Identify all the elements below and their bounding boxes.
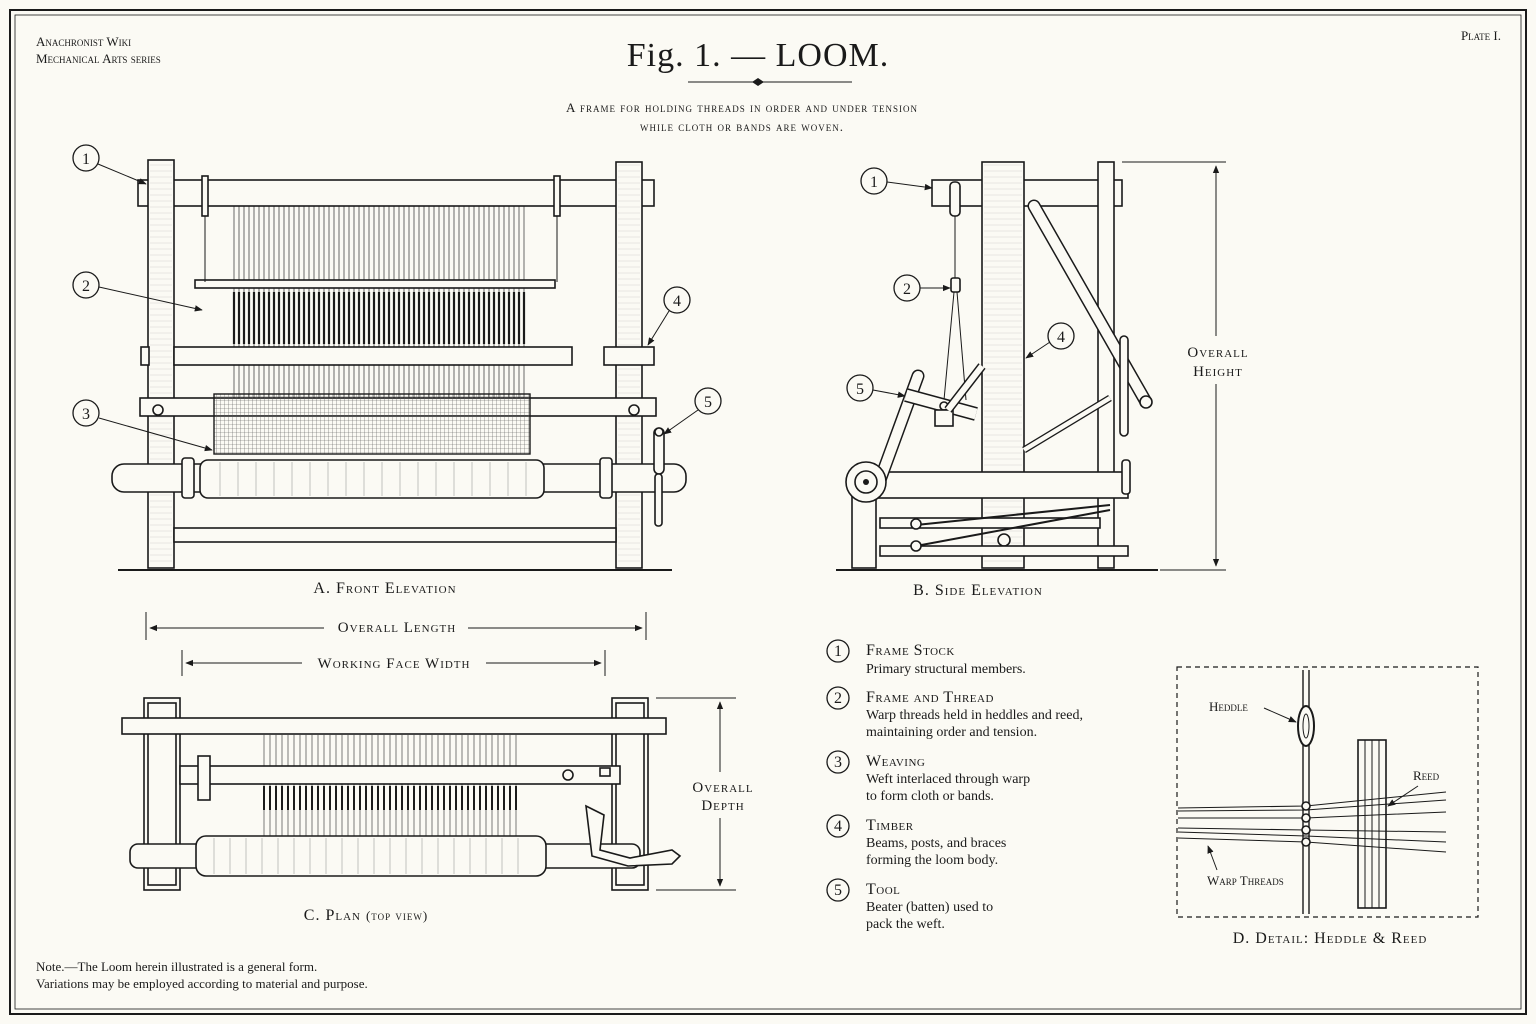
svg-text:Warp threads held in heddles a: Warp threads held in heddles and reed, [866,708,1083,723]
plan-view: Overall Length Working Face Width C. Pla… [121,612,753,924]
svg-text:forming the loom body.: forming the loom body. [866,853,998,868]
note-line-2: Variations may be employed according to … [36,976,368,991]
front-elevation-view: A. Front Elevation [111,159,687,597]
front-warp-threads [232,206,526,398]
svg-text:maintaining order and tension.: maintaining order and tension. [866,725,1037,740]
svg-text:4: 4 [834,818,842,835]
detail-heddle-label: Heddle [1209,699,1248,714]
legend-item: 4 Timber Beams, posts, and braces formin… [826,814,1006,868]
working-face-width-label: Working Face Width [318,656,471,672]
plate-border-inner [14,14,1522,1010]
svg-text:2: 2 [903,281,911,298]
overall-height-label-1: Overall [1187,345,1248,361]
front-woven-cloth [213,393,531,455]
plate-number: Plate I. [1461,28,1501,43]
series-line-1: Anachronist Wiki [36,34,131,49]
callout-4-side: 4 [1025,322,1075,359]
legend-item: 5 Tool Beater (batten) used to pack the … [826,878,993,932]
svg-text:Weft interlaced through warp: Weft interlaced through warp [866,772,1030,787]
callout-2-front: 2 [72,271,203,312]
legend-item: 3 Weaving Weft interlaced through warp t… [826,750,1030,804]
subtitle-line-1: A frame for holding threads in order and… [566,100,918,115]
callout-5-side: 5 [846,374,906,402]
plan-view-caption: C. Plan (top view) [304,907,428,924]
plan-warp-threads [263,734,517,844]
series-line-2: Mechanical Arts series [36,51,161,66]
svg-text:3: 3 [834,754,842,771]
callout-4-front: 4 [647,286,691,346]
overall-depth-label-2: Depth [701,798,744,814]
svg-text:4: 4 [673,293,681,310]
detail-reed-label: Reed [1413,768,1440,783]
legend-item: 1 Frame Stock Primary structural members… [826,639,1026,677]
detail-heddle-reed-view: Heddle Reed Warp Threads D. Detail: Hedd… [1176,666,1479,947]
overall-depth-label-1: Overall [692,780,753,796]
svg-text:Weaving: Weaving [866,753,925,770]
side-view-caption: B. Side Elevation [913,582,1043,599]
detail-warp-label: Warp Threads [1207,873,1284,888]
svg-text:1: 1 [834,643,842,660]
callout-1-front: 1 [72,144,147,185]
svg-text:Frame and Thread: Frame and Thread [866,689,994,706]
svg-text:5: 5 [856,381,864,398]
svg-text:5: 5 [834,882,842,899]
legend-item: 2 Frame and Thread Warp threads held in … [826,686,1083,740]
detail-view-caption: D. Detail: Heddle & Reed [1233,930,1428,947]
callout-2-side: 2 [893,274,951,302]
subtitle-line-2: while cloth or bands are woven. [640,119,844,134]
svg-text:1: 1 [82,151,90,168]
front-view-caption: A. Front Elevation [313,580,456,597]
side-elevation-view: Overall Height B. Side Elevation [836,161,1248,599]
note-line-1: Note.—The Loom herein illustrated is a g… [36,959,317,974]
svg-text:to form cloth or bands.: to form cloth or bands. [866,789,994,804]
svg-text:3: 3 [82,406,90,423]
callout-1-side: 1 [860,167,933,195]
svg-text:2: 2 [834,690,842,707]
callout-3-front: 3 [72,399,213,452]
svg-text:Primary structural members.: Primary structural members. [866,662,1026,677]
svg-text:Tool: Tool [866,881,900,898]
overall-length-label: Overall Length [338,620,456,636]
plate-border-outer [9,9,1527,1015]
callout-5-front: 5 [663,387,722,435]
svg-text:2: 2 [82,278,90,295]
svg-text:Timber: Timber [866,817,914,834]
overall-height-label-2: Height [1193,364,1243,380]
svg-text:5: 5 [704,394,712,411]
svg-text:4: 4 [1057,329,1065,346]
svg-text:Frame Stock: Frame Stock [866,642,955,659]
svg-text:1: 1 [870,174,878,191]
svg-text:pack the weft.: pack the weft. [866,917,945,932]
legend: 1 Frame Stock Primary structural members… [826,639,1083,932]
detail-warp-threads [1177,791,1447,853]
title-ornament [688,78,852,86]
figure-title: Fig. 1. — LOOM. [627,37,889,74]
svg-text:Beams, posts, and braces: Beams, posts, and braces [866,836,1006,851]
svg-text:Beater (batten) used to: Beater (batten) used to [866,900,993,915]
